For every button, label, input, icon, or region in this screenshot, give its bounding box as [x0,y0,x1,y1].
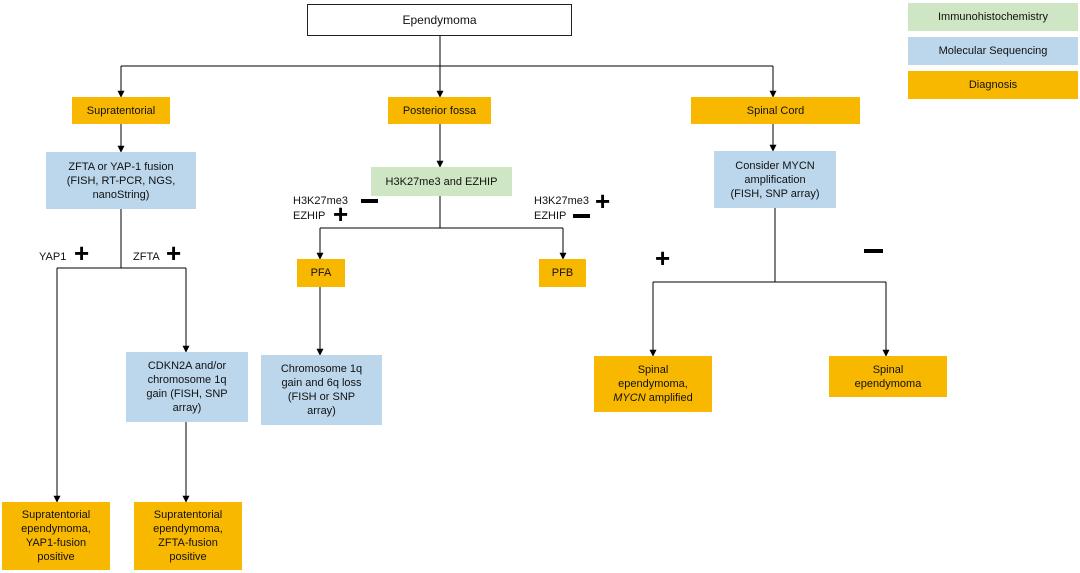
mycn-minus-icon [864,249,883,253]
legend-dx-label: Diagnosis [968,79,1018,91]
pfa-plus-icon: + [333,199,349,229]
location-posterior-label: Posterior fossa [402,104,477,117]
mycn-amplification-test: Consider MYCN amplification (FISH, SNP a… [714,151,836,208]
yap1-branch-label: YAP1 [39,251,67,263]
chromosome-1q-6q-test: Chromosome 1q gain and 6q loss (FISH or … [261,355,382,425]
supra-test-line: ZFTA or YAP-1 fusion [68,160,174,173]
pfa-label: PFA [310,267,332,279]
pfb-ezhip-label: EZHIP [534,210,567,222]
dx-line: Supratentorial [153,509,223,521]
pfa-h3k27me3-label: H3K27me3 [293,195,349,207]
cdkn2a-line: chromosome 1q [147,374,227,386]
mycn-italic: MYCN [613,392,646,404]
pfb-minus-icon [573,214,590,218]
cdkn2a-test: CDKN2A and/or chromosome 1q gain (FISH, … [126,352,248,422]
chrom-line: Chromosome 1q [280,363,363,375]
dx-supra-yap1: Supratentorial ependymoma, YAP1-fusion p… [2,502,110,570]
dx-line: ependymoma, [618,378,688,390]
legend-diagnosis: Diagnosis [908,71,1078,99]
pfa-ezhip-label: EZHIP [293,210,326,222]
dx-line: ZFTA-fusion [158,537,218,549]
dx-line: positive [37,551,75,563]
posterior-test-label: H3K27me3 and EZHIP [385,175,498,188]
root-label: Ependymoma [402,13,477,27]
location-posterior-fossa: Posterior fossa [388,97,491,124]
dx-line: positive [169,551,207,563]
legend-ihc-label: Immunohistochemistry [937,11,1049,23]
dx-supra-zfta: Supratentorial ependymoma, ZFTA-fusion p… [134,502,242,570]
location-spinal-label: Spinal Cord [746,104,805,117]
legend-immunohistochemistry: Immunohistochemistry [908,3,1078,31]
dx-spinal-mycn-amplified: Spinal ependymoma, MYCN amplified [594,356,712,412]
h3k27me3-ezhip-test: H3K27me3 and EZHIP [371,167,512,196]
dx-line: YAP1-fusion [25,537,87,549]
supra-fusion-test: ZFTA or YAP-1 fusion (FISH, RT-PCR, NGS,… [46,152,196,209]
legend-molecular-sequencing: Molecular Sequencing [908,37,1078,65]
cdkn2a-line: array) [172,402,202,414]
supra-test-line: nanoString) [92,188,150,201]
legend-seq-label: Molecular Sequencing [938,45,1048,57]
location-spinal-cord: Spinal Cord [691,97,860,124]
pfb-h3k27me3-label: H3K27me3 [534,195,590,207]
yap1-plus-icon: + [74,238,90,268]
supra-test-line: (FISH, RT-PCR, NGS, [66,174,176,187]
zfta-plus-icon: + [166,238,182,268]
spinal-test-line: (FISH, SNP array) [730,187,820,200]
cdkn2a-line: CDKN2A and/or [147,360,227,372]
dx-pfa: PFA [297,259,345,287]
spinal-test-line: amplification [744,173,806,186]
chrom-line: (FISH or SNP [287,391,356,403]
location-supra-label: Supratentorial [86,104,156,117]
dx-spinal-ependymoma: Spinal ependymoma [829,356,947,397]
dx-pfb: PFB [539,259,586,287]
chrom-line: gain and 6q loss [281,377,362,389]
root-node-ependymoma: Ependymoma [307,4,572,36]
pfb-plus-icon: + [595,186,611,216]
dx-line: ependymoma, [153,523,223,535]
amplified-word: amplified [648,392,693,404]
cdkn2a-line: gain (FISH, SNP [146,388,228,400]
dx-line: ependymoma, [21,523,91,535]
pfb-label: PFB [551,267,574,279]
spinal-test-line: Consider MYCN [735,159,815,172]
dx-line: Spinal [637,364,669,376]
dx-line: ependymoma [854,377,922,390]
dx-line: Supratentorial [21,509,91,521]
mycn-plus-icon: + [655,243,671,273]
dx-line: MYCN amplified [613,391,692,405]
pfa-minus-icon [361,199,378,203]
chrom-line: array) [307,405,336,417]
location-supratentorial: Supratentorial [72,97,170,124]
dx-line: Spinal [872,363,904,376]
zfta-branch-label: ZFTA [133,251,160,263]
